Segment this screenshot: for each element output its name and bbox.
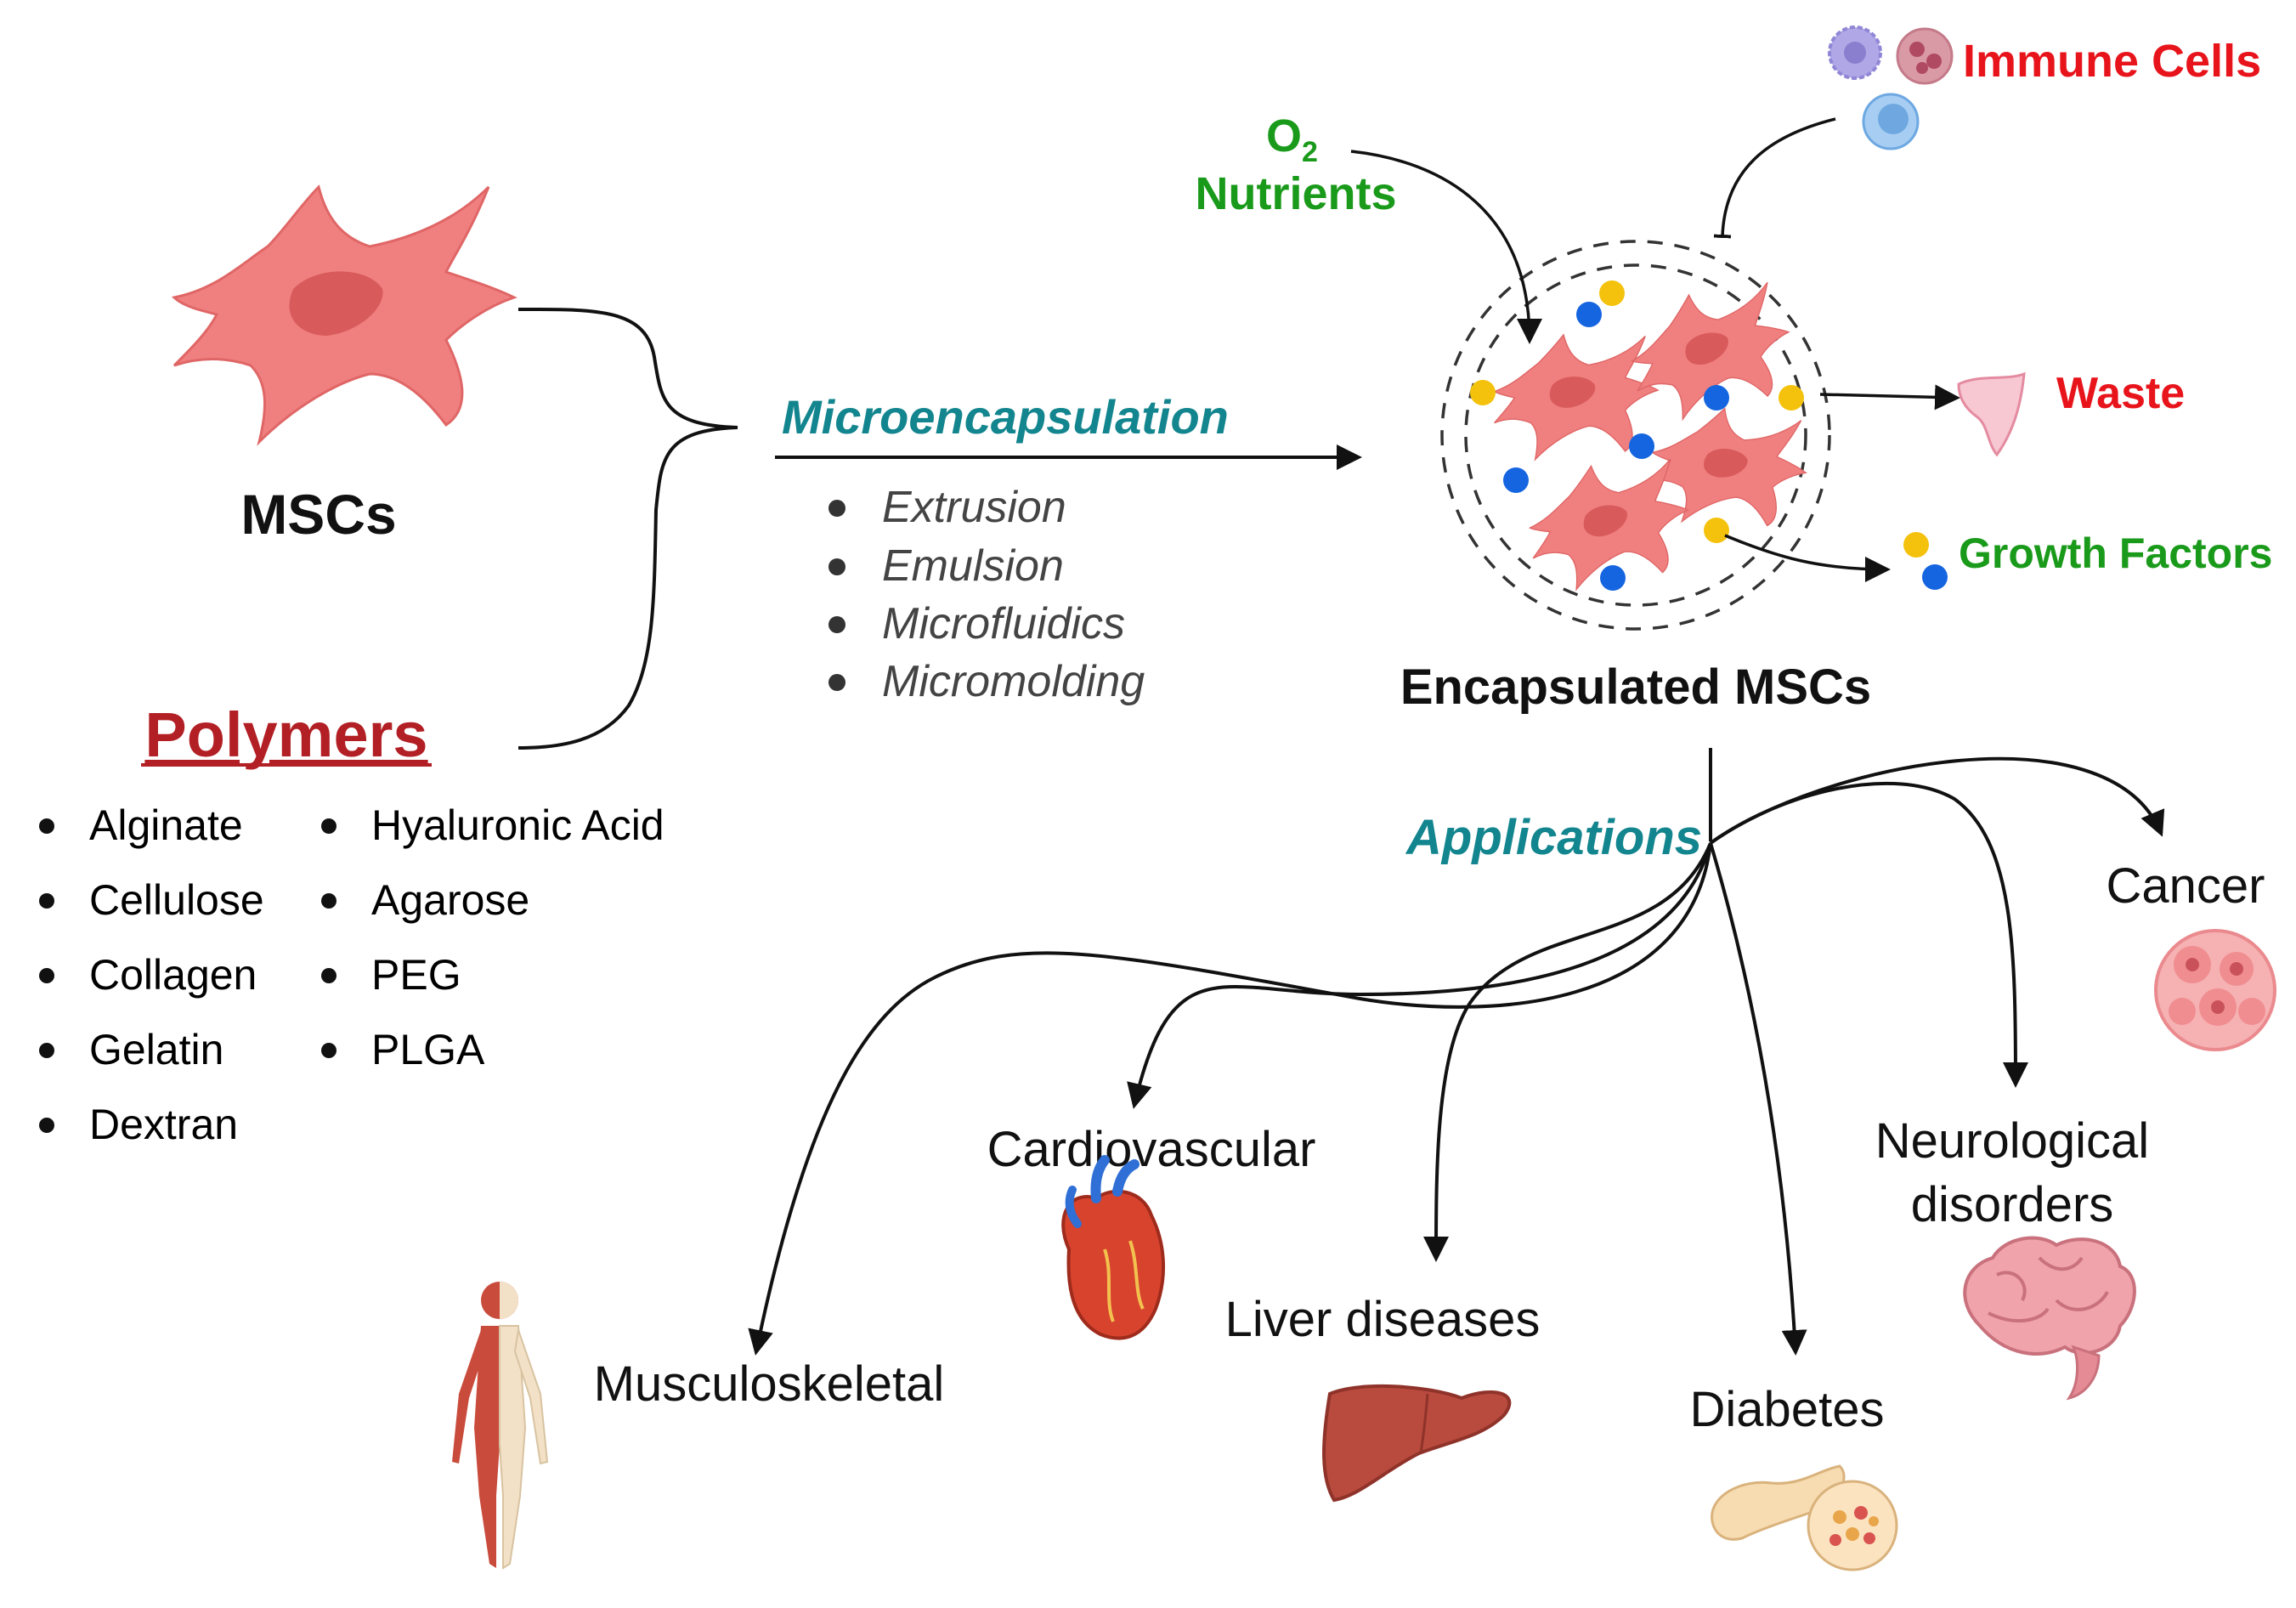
waste-arrow [1819, 384, 1960, 410]
nutrients-arrow [1350, 150, 1542, 344]
polymer-item: Dextran [89, 1101, 238, 1148]
microencapsulation-label: Microencapsulation [782, 390, 1229, 444]
growth-factors-arrow [1724, 534, 1891, 582]
growth-factors-label: Growth Factors [1959, 529, 2272, 577]
yellow-particle [1599, 280, 1625, 306]
bullet [828, 500, 845, 517]
bullet [39, 893, 54, 909]
bullet [39, 818, 54, 834]
method-list: Extrusion Emulsion Microfluidics Micromo… [828, 483, 1145, 706]
blue-particle [1922, 564, 1948, 590]
neurological-label-line2: disorders [1911, 1177, 2114, 1232]
branch-musculoskeletal [748, 842, 1712, 1356]
method-item: Microfluidics [882, 599, 1125, 648]
method-item: Micromolding [882, 657, 1145, 706]
yellow-particle [1704, 518, 1729, 543]
polymer-item: Collagen [89, 951, 257, 999]
o2-label: O2 [1266, 110, 1318, 168]
polymer-item: Hyaluronic Acid [371, 801, 664, 849]
pancreas-icon [1711, 1464, 1898, 1571]
method-item: Extrusion [882, 483, 1066, 532]
bullet [321, 893, 336, 909]
o2-text: O [1266, 110, 1302, 161]
cancer-label: Cancer [2107, 858, 2265, 914]
bullet [321, 1043, 336, 1058]
polymer-item: PEG [371, 951, 461, 999]
yellow-particle [1779, 385, 1804, 410]
msc-cell-icon [172, 185, 516, 444]
capsule-outer-membrane [1440, 240, 1831, 631]
yellow-particle [1470, 380, 1496, 405]
polymers-heading: Polymers [144, 699, 427, 770]
waste-label: Waste [2056, 369, 2185, 418]
blue-particle [1503, 467, 1529, 493]
branch-cardiovascular [1127, 842, 1712, 1109]
neurological-label-line1: Neurological [1875, 1113, 2149, 1169]
polymer-item: PLGA [371, 1026, 485, 1073]
human-body-icon [452, 1282, 549, 1570]
heart-icon [1061, 1155, 1165, 1340]
immune-cell-icon [1828, 25, 1882, 80]
branch-cancer [1709, 756, 2165, 845]
diabetes-label: Diabetes [1690, 1382, 1885, 1437]
waste-icon [1957, 371, 2026, 457]
branch-diabetes [1709, 842, 1807, 1356]
polymer-item: Gelatin [89, 1026, 223, 1073]
blue-particle [1704, 385, 1729, 410]
tumor-icon [2154, 929, 2276, 1051]
blue-particle [1629, 433, 1654, 459]
bullet [321, 818, 336, 834]
capsule-inner-membrane [1464, 263, 1807, 607]
polymers-list-right: Hyaluronic Acid Agarose PEG PLGA [321, 801, 664, 1073]
applications-label: Applications [1405, 810, 1702, 865]
immune-inhibition-line [1713, 117, 1836, 239]
branch-neurological [1709, 781, 2028, 1088]
combining-brace [517, 307, 738, 750]
bullet [828, 616, 845, 633]
capsule [1440, 240, 1831, 631]
polymers-list-left: Alginate Cellulose Collagen Gelatin Dext… [39, 801, 264, 1148]
bullet [321, 968, 336, 983]
yellow-particle [1903, 532, 1929, 558]
polymer-item: Alginate [89, 801, 243, 849]
nutrients-label: Nutrients [1195, 168, 1396, 219]
immune-cell-icon [1896, 27, 1954, 85]
bullet [828, 674, 845, 691]
immune-cell-icon [1862, 93, 1920, 150]
bullet [828, 558, 845, 575]
brain-icon [1963, 1236, 2136, 1401]
immune-cells-label: Immune Cells [1963, 36, 2261, 87]
cardiovascular-label: Cardiovascular [987, 1122, 1316, 1177]
encapsulated-mscs-label: Encapsulated MSCs [1400, 660, 1871, 715]
blue-particle [1600, 565, 1626, 591]
o2-subscript: 2 [1302, 136, 1318, 168]
musculoskeletal-label: Musculoskeletal [594, 1356, 945, 1412]
polymer-item: Agarose [371, 876, 529, 924]
bullet [39, 1043, 54, 1058]
msc-label: MSCs [240, 483, 396, 546]
bullet [39, 968, 54, 983]
application-branches [748, 756, 2165, 1356]
branch-liver [1423, 842, 1712, 1262]
liver-label: Liver diseases [1225, 1292, 1541, 1347]
method-item: Emulsion [882, 541, 1064, 591]
polymer-item: Cellulose [89, 876, 264, 924]
blue-particle [1576, 302, 1602, 327]
liver-icon [1322, 1384, 1512, 1503]
bullet [39, 1118, 54, 1133]
